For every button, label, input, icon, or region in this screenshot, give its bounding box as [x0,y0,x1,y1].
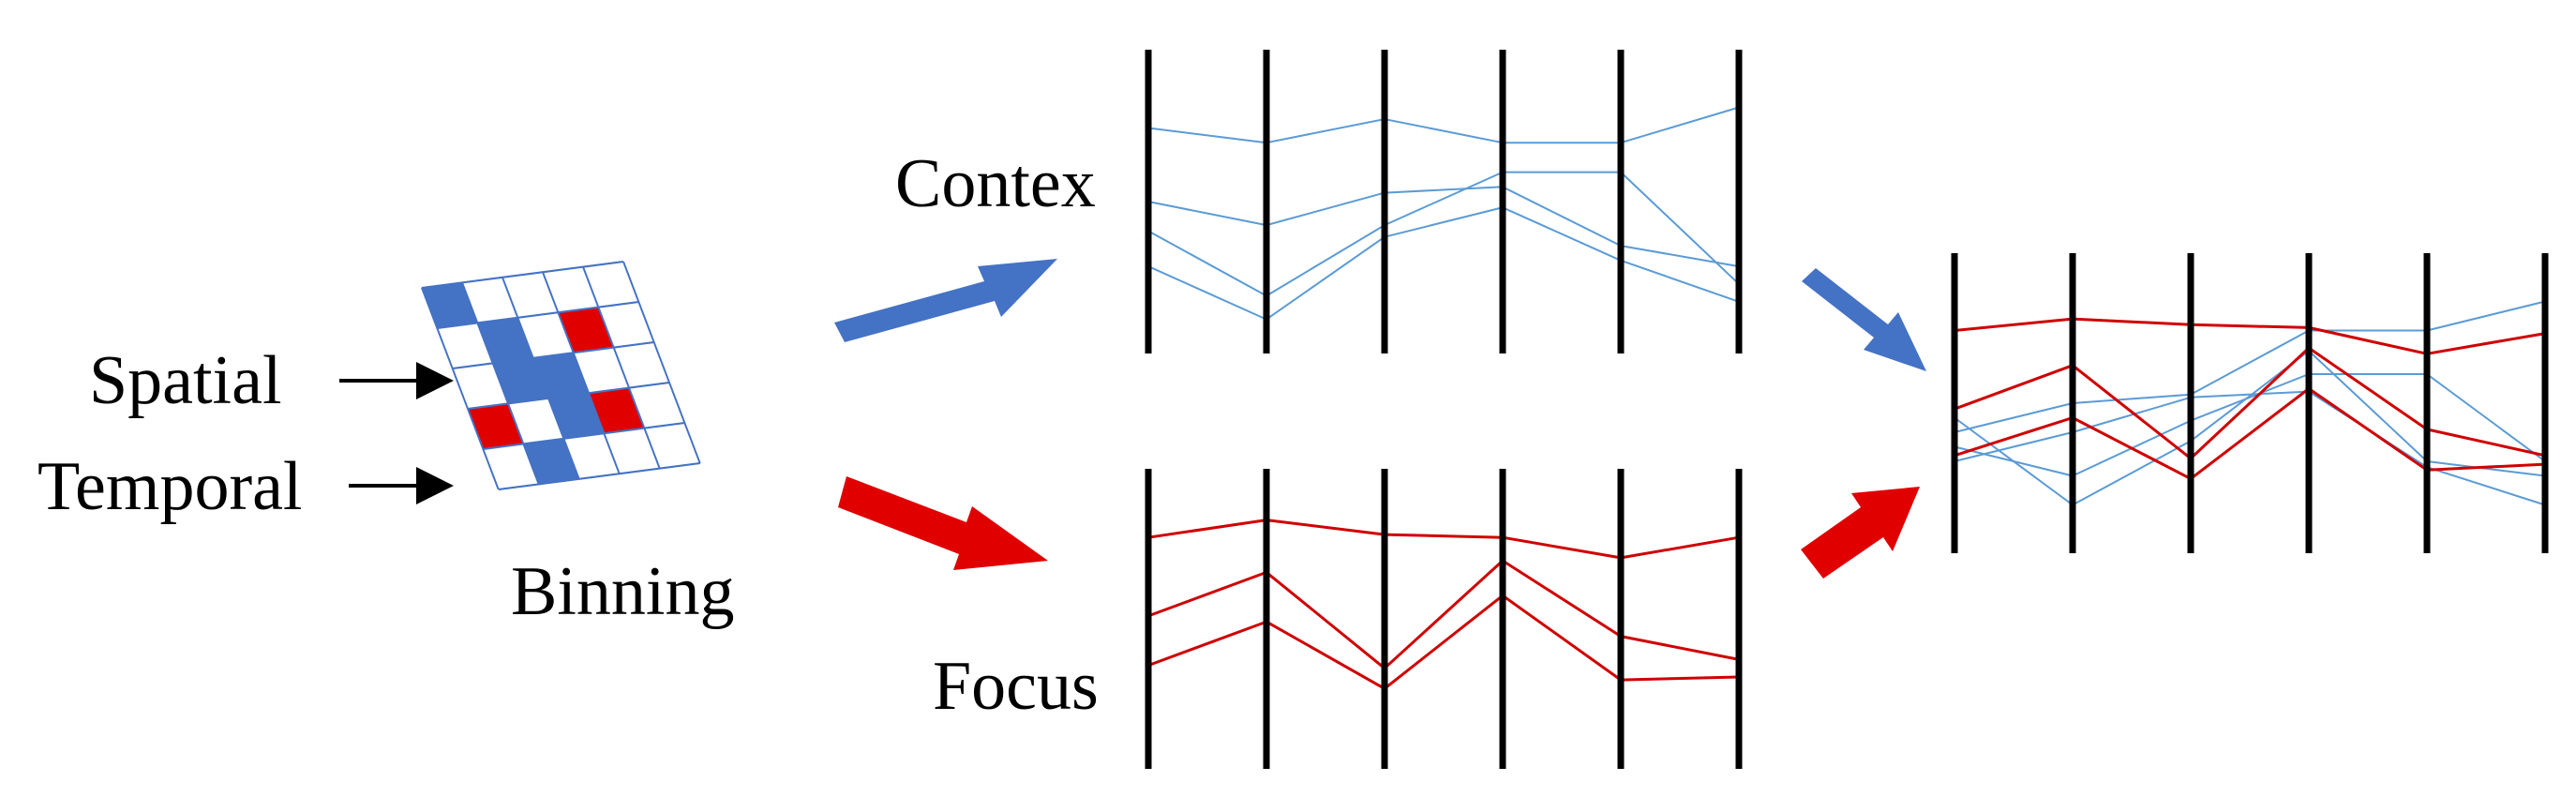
combined-parallel-plot [1951,253,2549,553]
bin-cell-blue [532,353,590,398]
bin-cell-blue [492,357,549,404]
context-line [1147,206,1740,321]
label-focus: Focus [933,648,1099,725]
focus-line [1147,559,1740,670]
label-binning: Binning [511,553,734,630]
bin-cell-red [589,387,645,434]
bin-grid-line [467,382,670,410]
combined-context-line [1954,350,2546,506]
label-context: Contex [895,145,1096,222]
context-line [1147,106,1740,144]
context-line [1147,186,1740,268]
bin-grid-line [461,282,540,485]
context-to-combined-arrow [1802,268,1926,371]
combined-context-line [1954,373,2546,477]
binning-grid [421,261,701,490]
bin-grid-line [436,301,639,329]
bin-grid-line [622,261,701,464]
combined-focus-line [1954,346,2546,460]
bin-cell-red [468,403,524,449]
bin-grid-line [482,422,685,450]
focus-line [1147,519,1740,560]
bin-cell-blue [422,282,478,328]
context-parallel-plot [1145,50,1743,353]
bin-cell-blue [523,438,579,485]
bin-grid-line [421,287,500,490]
bin-cell-red [558,307,614,353]
focus-parallel-plot [1145,469,1743,769]
focus-arrow [838,476,1048,570]
bin-cell-blue [548,393,605,439]
focus-line [1147,594,1740,690]
context-arrow [834,259,1057,342]
bin-grid-line [452,341,655,369]
bin-grid-line [421,261,624,289]
label-spatial: Spatial [89,342,282,419]
combined-context-line [1954,390,2546,506]
combined-context-line [1954,300,2546,433]
combined-focus-line [1954,317,2546,355]
bin-grid-line [502,277,580,479]
bin-grid-line [498,462,701,490]
bin-grid-line [542,272,621,474]
focus-to-combined-arrow [1801,487,1920,579]
bin-cell-blue [477,317,533,364]
bin-grid-line [582,266,661,469]
context-line [1147,171,1740,297]
label-temporal: Temporal [37,448,303,525]
combined-focus-line [1954,387,2546,481]
